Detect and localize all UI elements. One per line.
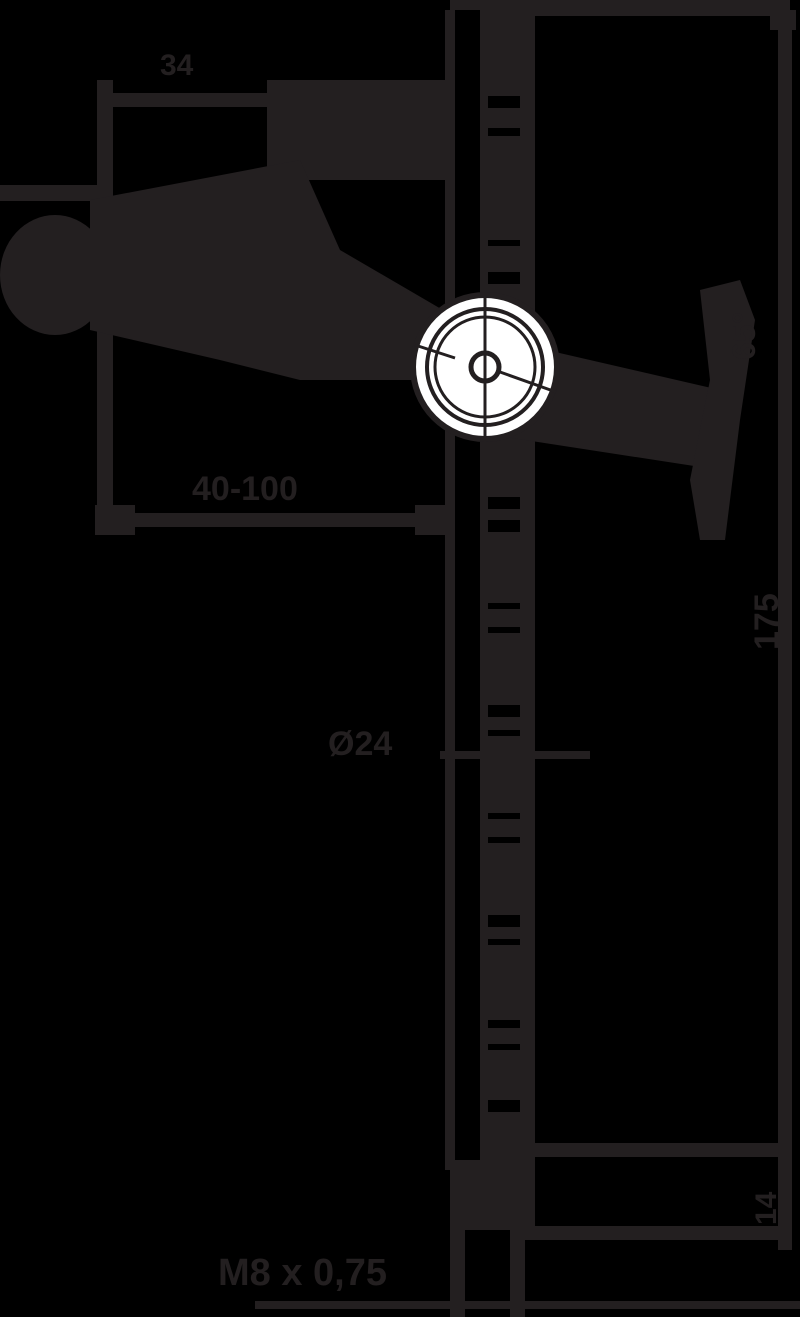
label-thread: M8 x 0,75: [218, 1252, 387, 1294]
label-top-width: 34: [160, 49, 194, 82]
label-bottom-height: 14: [750, 1191, 783, 1225]
holder-ring: [410, 292, 560, 442]
label-angle: 65°: [726, 312, 762, 360]
label-holder-projection: 40-100: [192, 470, 298, 508]
label-rail-diameter: Ø24: [328, 725, 392, 763]
rail-ticks: [488, 96, 520, 1112]
bottom-fitting: [450, 1160, 525, 1230]
label-total-height: 175: [748, 593, 786, 650]
shower-head: [0, 160, 755, 540]
